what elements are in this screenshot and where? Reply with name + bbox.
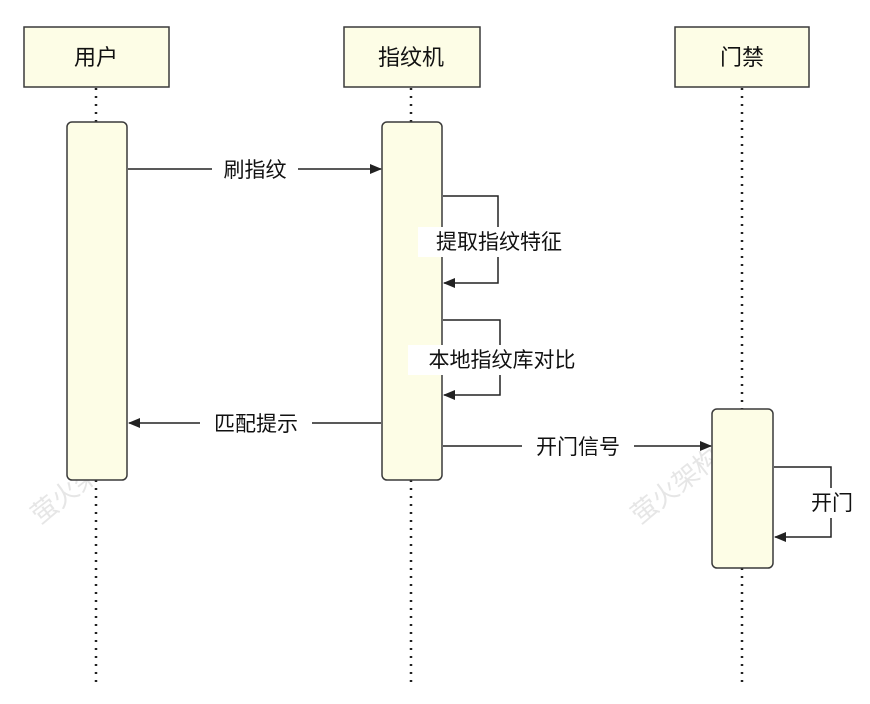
activation-door-access xyxy=(711,408,774,569)
message-label: 开门 xyxy=(811,491,853,515)
actor-door-access: 门禁 xyxy=(674,26,810,88)
message-label: 开门信号 xyxy=(536,435,620,459)
message-label-bg xyxy=(200,408,312,438)
actor-label: 指纹机 xyxy=(378,46,444,71)
message-open-door: 开门 xyxy=(774,466,861,542)
actor-user: 用户 xyxy=(23,26,170,88)
message-label-bg xyxy=(418,227,582,257)
message-label-bg xyxy=(803,488,861,518)
message-local-compare: 本地指纹库对比 xyxy=(408,319,596,400)
message-label-bg xyxy=(212,154,298,184)
message-swipe-fingerprint: 刷指纹 xyxy=(128,154,382,184)
message-label-bg xyxy=(522,431,634,461)
activation-fingerprint-machine xyxy=(381,121,443,481)
actor-fingerprint-machine: 指纹机 xyxy=(343,26,481,88)
message-label-bg xyxy=(408,345,596,375)
watermark-text: 萤火架构 xyxy=(626,443,726,531)
message-open-door-signal: 开门信号 xyxy=(443,431,712,461)
activation-user xyxy=(66,121,128,481)
message-label: 匹配提示 xyxy=(214,412,298,436)
message-match-prompt: 匹配提示 xyxy=(128,408,381,438)
message-label: 提取指纹特征 xyxy=(436,230,562,254)
message-extract-features: 提取指纹特征 xyxy=(418,195,582,288)
message-label: 本地指纹库对比 xyxy=(429,348,576,372)
message-label: 刷指纹 xyxy=(224,158,287,182)
actor-label: 用户 xyxy=(74,46,118,71)
actor-label: 门禁 xyxy=(720,46,764,71)
